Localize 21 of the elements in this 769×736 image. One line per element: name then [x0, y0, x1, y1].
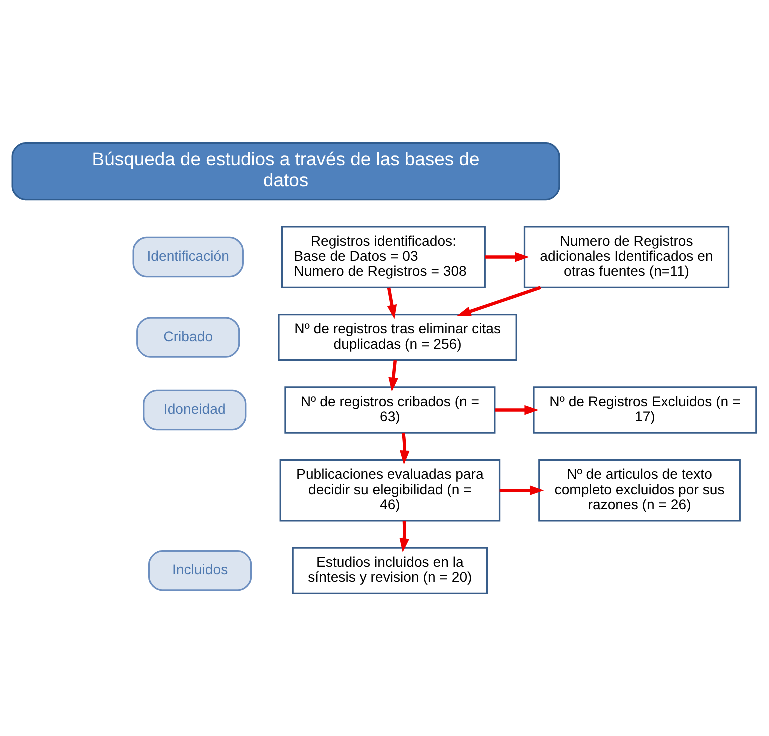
node-box: Estudios incluidos en la síntesis y revision (n = 20)	[292, 546, 488, 594]
node-box: Registros identificados: Base de Datos = 03 Numero de Registros = 308	[281, 226, 486, 288]
node-box: Incluidos	[148, 550, 252, 591]
arrow	[400, 432, 410, 464]
node-box: Identificación	[132, 236, 244, 278]
node-box: Búsqueda de estudios a través de las bases de datos	[12, 142, 560, 200]
node-box: Numero de Registros adicionales Identificados en otras fuentes (n=11)	[524, 226, 730, 288]
arrow	[485, 252, 530, 262]
arrow	[400, 520, 410, 552]
arrow	[495, 404, 539, 415]
node-box: Nº de registros cribados (n = 63)	[284, 386, 496, 434]
arrow	[388, 360, 398, 392]
arrow	[500, 485, 544, 496]
arrow	[387, 287, 398, 319]
node-box: Publicaciones evaluadas para decidir su elegibilidad (n = 46)	[280, 458, 501, 522]
node-box: Nº de registros tras eliminar citas duplicadas (n = 256)	[278, 313, 518, 361]
arrow	[456, 286, 542, 316]
node-box: Idoneidad	[143, 389, 247, 430]
node-box: Nº de Registros Excluidos (n = 17)	[533, 386, 758, 434]
node-box: Cribado	[136, 316, 240, 358]
node-box: Nº de articulos de texto completo excluidos por sus razones (n = 26)	[538, 458, 741, 522]
